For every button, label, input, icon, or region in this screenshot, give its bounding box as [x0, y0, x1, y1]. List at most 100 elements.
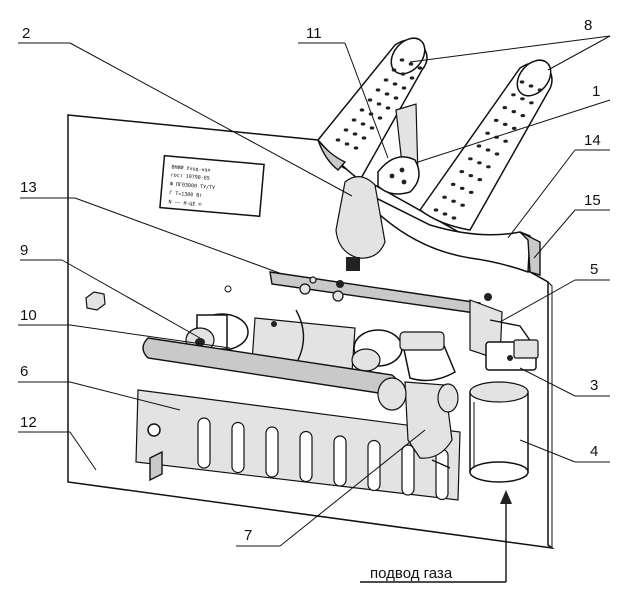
burner-holes-left [335, 58, 423, 150]
burner-hole [468, 190, 474, 194]
callout-15: 15 [584, 192, 601, 209]
gas-filter-cylinder [469, 381, 529, 483]
holder-tab [346, 257, 360, 271]
burner-hole [344, 142, 350, 146]
burner-hole [502, 122, 508, 126]
burner-hole [391, 68, 397, 72]
burner-hole [476, 144, 482, 148]
burner-hole [409, 76, 415, 80]
burner-holes-right [433, 80, 543, 220]
burner-hole [528, 84, 534, 88]
burner-hole [367, 98, 373, 102]
nameplate-line-4: Г Т=1300 Вт [169, 190, 203, 199]
callout-3: 3 [590, 377, 598, 394]
burner-hole [375, 88, 381, 92]
gas-inlet-label: подвод газа [370, 565, 453, 582]
air-slot [435, 448, 449, 501]
burner-hole [360, 122, 366, 126]
burner-hole [351, 118, 357, 122]
burner-hole [383, 78, 389, 82]
burner-hole [529, 101, 534, 105]
burner-hole [460, 203, 465, 207]
burner-hole [503, 139, 508, 143]
callout-5: 5 [590, 261, 598, 278]
callout-11: 11 [306, 25, 322, 42]
burner-hole [392, 82, 398, 86]
nameplate: ВНИИ Уход-нал гост 10798-85 Ф ПГ03000 ТУ… [159, 154, 265, 218]
burner-hole [511, 126, 517, 130]
callout-13: 13 [20, 179, 37, 196]
burner-hole [486, 165, 491, 169]
burner-hole [477, 161, 482, 165]
burner-hole [519, 80, 525, 84]
air-slot [333, 435, 347, 487]
mount-bolt [271, 321, 277, 327]
burner-hole [393, 96, 399, 100]
air-slot [197, 417, 211, 469]
air-slot [265, 426, 279, 478]
burner-hole [385, 106, 391, 110]
nameplate-line-3: Ф ПГ03000 ТУ/ТУ [170, 181, 216, 191]
burner-hole [459, 186, 465, 190]
rod-nut [336, 280, 344, 288]
callout-6: 6 [20, 363, 28, 380]
burner-hole [417, 66, 423, 70]
callout-2: 2 [22, 25, 30, 42]
burner-hole [352, 132, 358, 136]
thermocouple-holder [335, 176, 386, 259]
burner-hole [459, 170, 465, 174]
burner-hole [359, 108, 365, 112]
control-knob [147, 423, 161, 437]
burner-hole [361, 136, 367, 140]
burner-hole [376, 102, 382, 106]
nameplate-line-1: ВНИИ Уход-нал [171, 164, 211, 173]
gas-inlet-arrow [360, 490, 512, 583]
burner-hole [451, 216, 457, 220]
callout-9: 9 [20, 242, 28, 259]
heat-shield [349, 184, 531, 274]
side-bracket [519, 231, 541, 276]
burner-hole [485, 131, 490, 135]
burner-hole [401, 86, 407, 90]
hex-nut [85, 291, 106, 311]
nameplate-line-2: гост 10798-85 [171, 172, 211, 181]
burner-hole [511, 93, 516, 97]
burner-hole [451, 199, 456, 203]
burner-hole [485, 148, 491, 152]
plate-hole [224, 285, 232, 293]
callout-1: 1 [592, 83, 600, 100]
burner-hole [400, 72, 406, 76]
burner-hole [502, 106, 508, 110]
rod-screw-3 [309, 276, 317, 284]
burner-hole [335, 138, 341, 142]
air-slots [197, 417, 449, 501]
nameplate-line-5: N —— Н-ЦЕ © [168, 199, 202, 208]
burner-hole [433, 208, 439, 212]
gas-valve [377, 331, 459, 469]
callout-10: 10 [20, 307, 37, 324]
burner-tube-right [418, 59, 553, 231]
air-slot [367, 439, 381, 492]
callout-4: 4 [590, 443, 598, 460]
rod-screw-1 [299, 283, 311, 295]
burner-hole [477, 178, 483, 182]
callout-7: 7 [244, 527, 252, 544]
burner-hole [511, 110, 517, 114]
burner-hole [468, 157, 473, 161]
callout-12: 12 [20, 414, 37, 431]
mount-tab [149, 450, 163, 482]
burner-hole [520, 97, 525, 101]
rod-screw-2 [332, 290, 344, 302]
burner-hole [442, 195, 447, 199]
burner-hole [384, 92, 390, 96]
burner-hole [369, 126, 375, 130]
burner-hole [493, 118, 499, 122]
burner-hole [520, 114, 526, 118]
solenoid-valve [485, 339, 539, 371]
burner-hole [353, 146, 359, 150]
air-slot [401, 444, 415, 496]
stand-bolt [484, 293, 492, 301]
burner-hole [377, 116, 383, 120]
leader-lines [18, 35, 611, 547]
